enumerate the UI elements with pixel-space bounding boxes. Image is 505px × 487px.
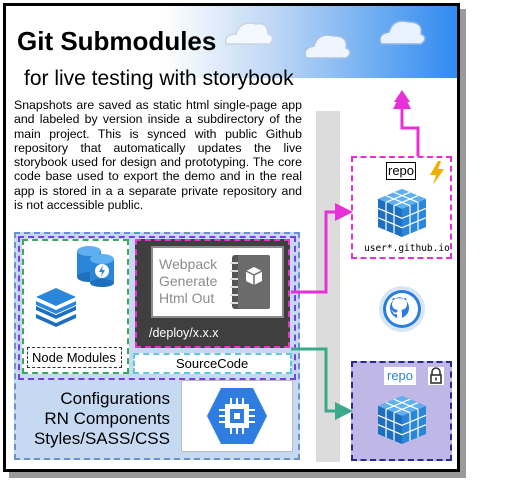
sourcecode-label: SourceCode bbox=[176, 356, 249, 371]
source-to-private-arrow bbox=[291, 347, 353, 420]
book-icon bbox=[230, 255, 270, 309]
public-repo-label: repo bbox=[388, 163, 415, 178]
config-line-2: RN Components bbox=[44, 409, 170, 428]
publish-up-arrow bbox=[393, 91, 420, 156]
lightning-icon bbox=[430, 161, 444, 185]
cube-grid-icon bbox=[377, 189, 427, 237]
webpack-line-2: Generate bbox=[159, 273, 218, 289]
node-modules-label-box bbox=[27, 347, 122, 368]
layers-icon bbox=[36, 288, 76, 327]
public-repo-label-box bbox=[386, 162, 416, 180]
project-panel-inner-border bbox=[18, 236, 296, 380]
github-icon bbox=[379, 286, 425, 332]
arrow-up-icon bbox=[394, 90, 410, 102]
config-line-1: Configurations bbox=[60, 389, 170, 408]
sourcecode-bar bbox=[133, 353, 292, 374]
cloud-icon bbox=[304, 34, 351, 59]
description-text: Snapshots are saved as static html singl… bbox=[14, 98, 302, 213]
cube-grid-icon bbox=[377, 396, 427, 444]
public-repo-url: user*.github.io bbox=[364, 243, 450, 254]
page-title: Git Submodules bbox=[17, 26, 217, 56]
chip-icon bbox=[207, 388, 267, 444]
config-line-3: Styles/SASS/CSS bbox=[33, 429, 170, 448]
database-icon bbox=[77, 246, 114, 287]
page-subtitle: for live testing with storybook bbox=[24, 67, 294, 90]
private-repo-label: repo bbox=[387, 368, 414, 383]
lock-icon bbox=[428, 367, 444, 385]
deploy-path: /deploy/x.x.x bbox=[149, 326, 219, 340]
deploy-to-public-arrow bbox=[291, 203, 353, 294]
cloud-icon bbox=[224, 22, 274, 45]
cloud-icon bbox=[379, 20, 426, 45]
webpack-line-3: Html Out bbox=[159, 290, 215, 306]
webpack-line-1: Webpack bbox=[159, 256, 218, 272]
private-repo-label-box bbox=[384, 367, 416, 385]
node-modules-label: Node Modules bbox=[32, 350, 116, 365]
